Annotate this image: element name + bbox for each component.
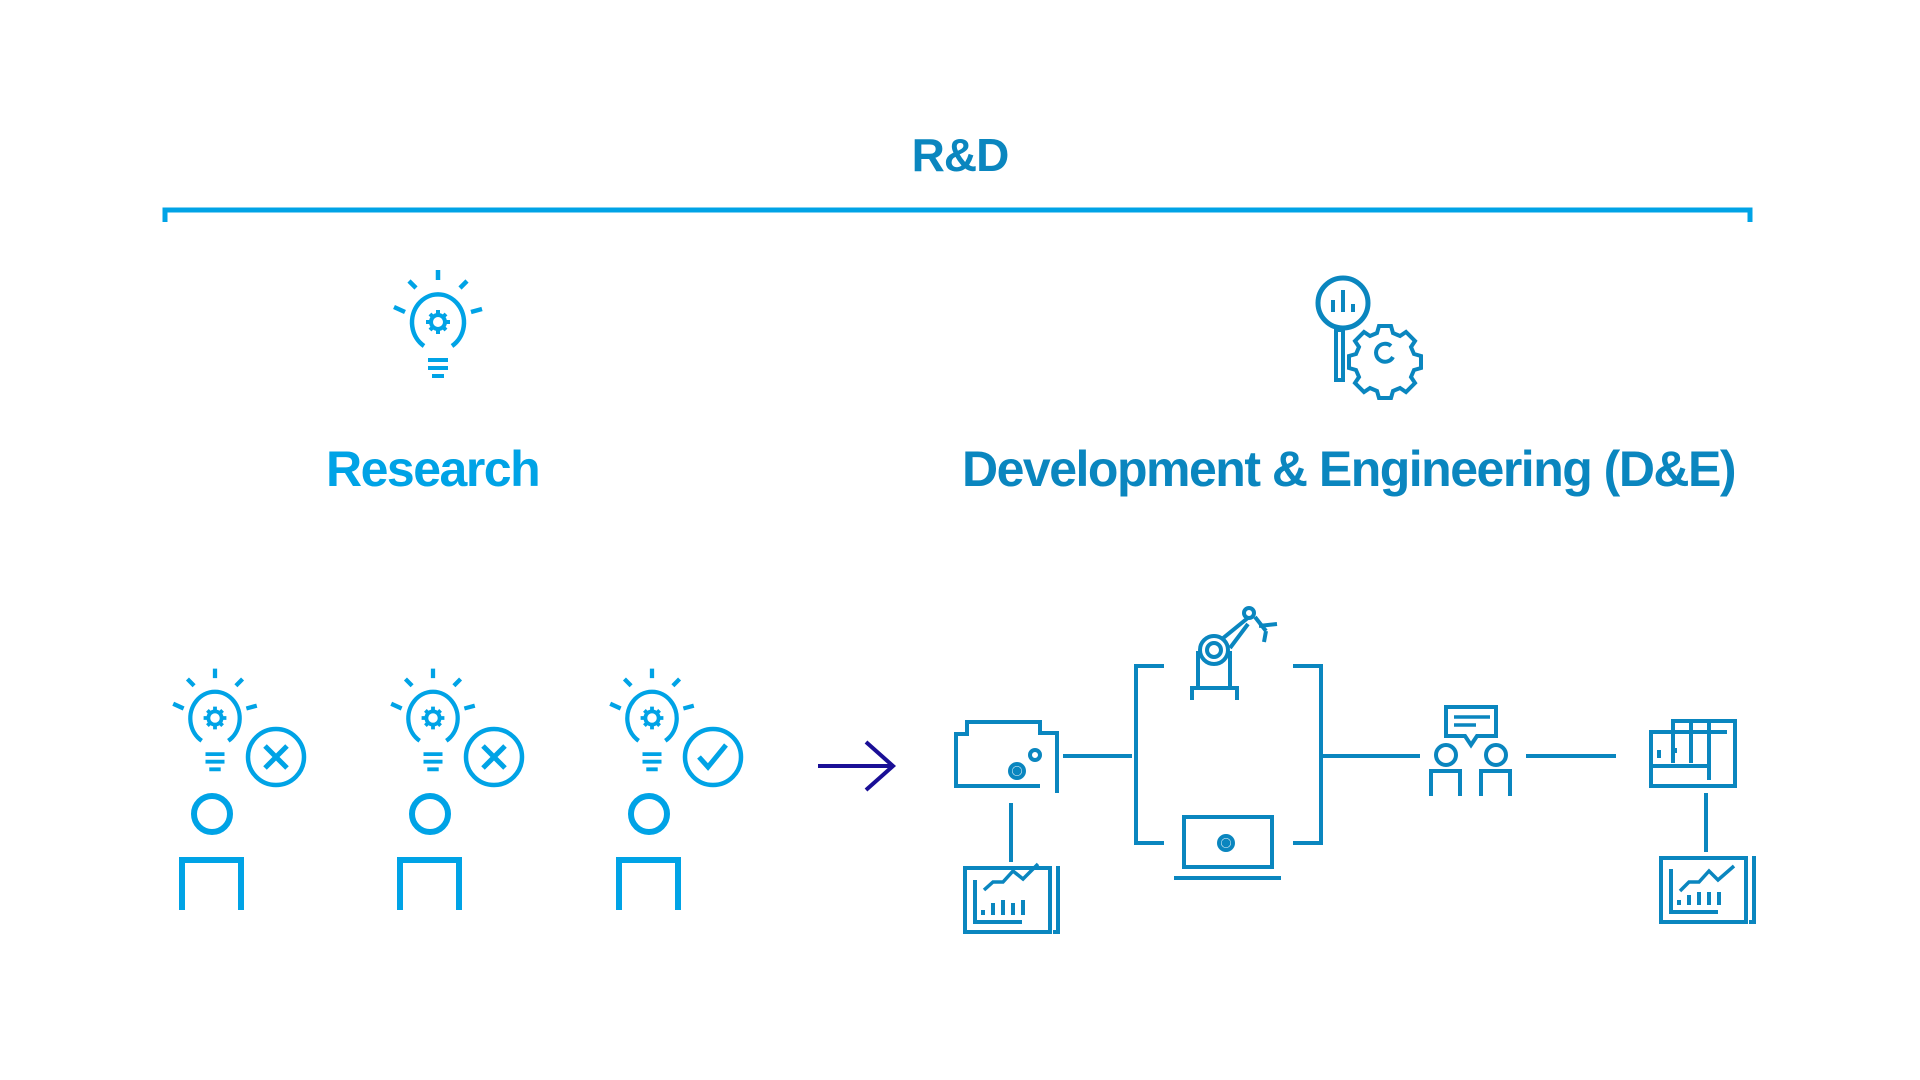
- research-ideas: [172, 668, 744, 910]
- research-idea: [609, 668, 744, 910]
- lightbulb-gear-icon: [390, 668, 476, 772]
- people-discussion-icon: [1429, 705, 1512, 796]
- gear-icon: [1008, 762, 1026, 780]
- research-title: Research: [326, 441, 541, 497]
- lightbulb-gear-icon: [609, 668, 695, 772]
- x-circle-icon: [245, 726, 307, 788]
- research-idea: [390, 668, 525, 910]
- lightbulb-gear-icon: [172, 668, 258, 772]
- x-circle-icon: [463, 726, 525, 788]
- development-flow: [954, 606, 1756, 934]
- rd-span-bracket: [162, 207, 1753, 222]
- gear-icon: [1028, 748, 1042, 762]
- folder-gears-icon: [954, 720, 1059, 793]
- person-icon: [179, 793, 244, 910]
- research-idea: [172, 668, 307, 910]
- rd-title: R&D: [911, 129, 1010, 181]
- person-icon: [616, 793, 681, 910]
- analytics-board-icon: [1659, 856, 1756, 924]
- factory-icon: [1649, 719, 1737, 788]
- analytics-board-icon: [963, 862, 1060, 934]
- lightbulb-gear-icon: [393, 270, 483, 378]
- laptop-gear-icon: [1174, 815, 1281, 880]
- bracket-left: [1134, 664, 1164, 845]
- development-engineering-title: Development & Engineering (D&E): [962, 441, 1737, 497]
- gear-icon: [1347, 324, 1423, 400]
- person-icon: [397, 793, 462, 910]
- check-circle-icon: [682, 726, 744, 788]
- robot-arm-icon: [1190, 606, 1278, 700]
- magnifier-chart-gear-icon: [1315, 275, 1423, 400]
- arrow-right-icon: [818, 740, 897, 792]
- bracket-right: [1293, 664, 1323, 845]
